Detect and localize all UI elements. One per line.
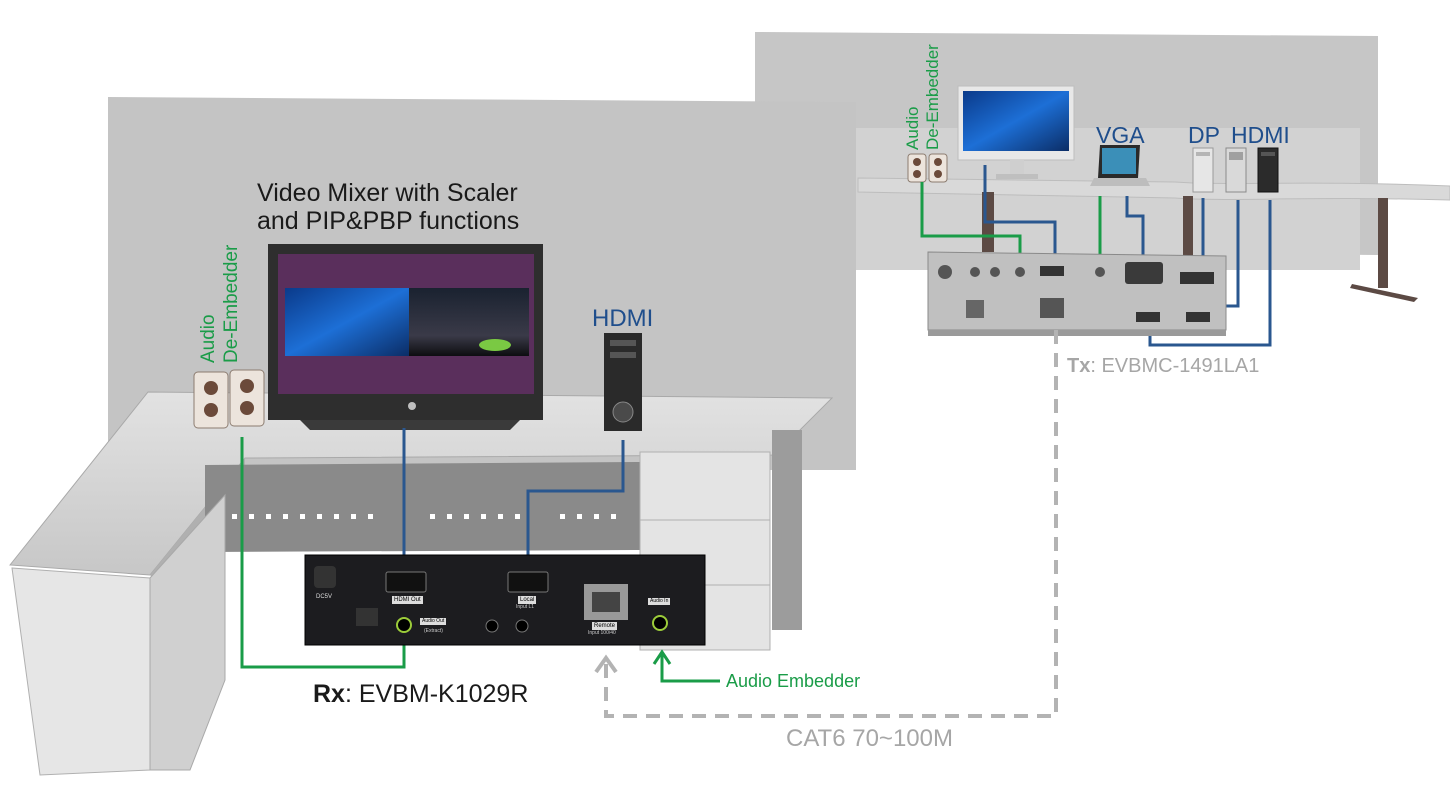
rx-side-cabinet bbox=[11, 567, 151, 776]
rx-audio-out-label: Audio Out bbox=[420, 618, 447, 625]
mixer-title-line2: and PIP&PBP functions bbox=[257, 207, 520, 235]
tx-prefix: Tx bbox=[1067, 355, 1091, 377]
rx-dc-label: DC5V bbox=[316, 594, 333, 600]
cat6-cable bbox=[604, 330, 1058, 718]
rx-audio-cable bbox=[240, 437, 406, 669]
tx-model-label: Tx: EVBMC-1491LA1 bbox=[1067, 356, 1259, 376]
audio-embedder-label: Audio Embedder bbox=[726, 671, 861, 691]
rx-device bbox=[304, 554, 706, 646]
rx-extract-label: (Extract) bbox=[424, 628, 443, 634]
tx-dp-label: DP bbox=[1188, 122, 1220, 148]
rx-local-label: Local bbox=[518, 596, 537, 604]
rx-deembedder-label: De-Embedder bbox=[221, 244, 242, 363]
rx-hdmi-label: HDMI bbox=[592, 305, 654, 332]
rx-model: : EVBM-K1029R bbox=[344, 680, 529, 708]
rx-monitor bbox=[268, 244, 543, 430]
rx-speakers bbox=[193, 369, 265, 429]
cat6-arrowhead bbox=[594, 654, 618, 674]
rx-local-sub-label: Input L1 bbox=[516, 604, 535, 610]
tx-model: : EVBMC-1491LA1 bbox=[1090, 355, 1260, 377]
rx-pc bbox=[604, 333, 642, 431]
tx-pc-silver bbox=[1225, 147, 1247, 193]
tx-desk-leg bbox=[1378, 198, 1388, 288]
rx-model-label: Rx: EVBM-K1029R bbox=[313, 682, 528, 707]
tx-pc-dp bbox=[1192, 147, 1214, 193]
tx-pc-hdmi bbox=[1257, 147, 1279, 193]
tx-vga-label: VGA bbox=[1096, 122, 1145, 148]
mixer-title-line1: Video Mixer with Scaler bbox=[257, 179, 518, 207]
rx-remote-sub-label: Input 100/40 bbox=[588, 630, 616, 636]
tx-desk-leg-2 bbox=[1183, 196, 1193, 256]
tx-audio-cables bbox=[920, 182, 1102, 262]
rx-desk-leg bbox=[772, 430, 802, 630]
rx-remote-label: Remote bbox=[592, 622, 618, 630]
audio-embedder-arrow bbox=[652, 649, 720, 683]
tx-deembedder-label: De-Embedder bbox=[923, 44, 942, 150]
rx-cabinet-shelf bbox=[149, 493, 226, 771]
tx-speakers bbox=[907, 153, 948, 183]
tx-desk-foot bbox=[1350, 284, 1418, 302]
rx-hdmi-out-label: HDMI Out bbox=[392, 596, 423, 604]
tx-hdmi-label: HDMI bbox=[1231, 122, 1290, 148]
tx-video-cables bbox=[983, 165, 1272, 347]
cat6-label: CAT6 70~100M bbox=[786, 725, 953, 752]
tx-audio-label: Audio bbox=[903, 106, 922, 150]
rx-modesty-panel bbox=[205, 462, 640, 552]
rx-video-cables bbox=[402, 428, 625, 565]
tx-monitor bbox=[957, 85, 1075, 179]
rx-audio-in-label: Audio In bbox=[648, 598, 671, 605]
rx-audio-label: Audio bbox=[198, 314, 219, 363]
tx-device bbox=[927, 251, 1227, 336]
rx-prefix: Rx bbox=[313, 680, 345, 708]
tx-laptop bbox=[1090, 145, 1150, 186]
